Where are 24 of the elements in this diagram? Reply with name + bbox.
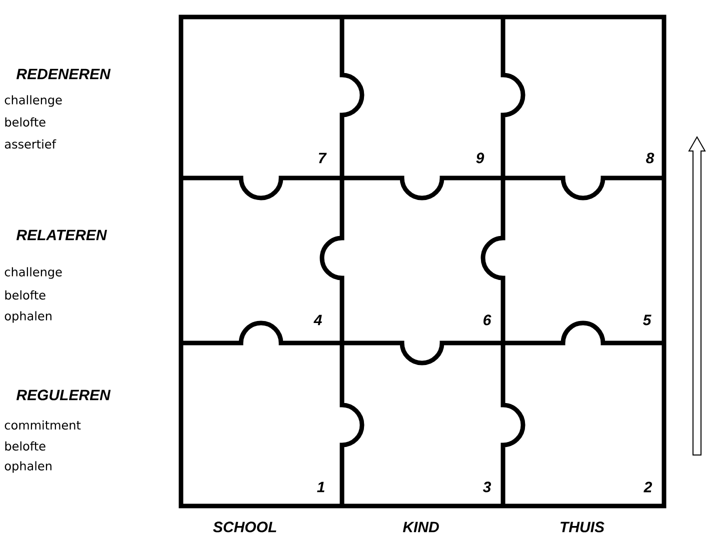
column-heading: THUIS <box>560 522 604 532</box>
row-heading: RELATEREN <box>16 230 108 240</box>
column-heading: KIND <box>402 522 439 532</box>
piece-number: 4 <box>314 314 322 326</box>
piece-number: 9 <box>476 152 484 164</box>
keyword: ophalen <box>4 461 52 473</box>
piece-number: 7 <box>318 152 327 164</box>
keyword: assertief <box>4 139 56 149</box>
keyword: ophalen <box>4 311 52 323</box>
piece-number: 5 <box>642 314 652 326</box>
keyword: belofte <box>5 117 46 127</box>
column-heading: SCHOOL <box>213 522 276 532</box>
keyword: challenge <box>4 267 62 279</box>
piece-number: 1 <box>317 482 324 492</box>
piece-number: 3 <box>482 482 491 492</box>
keyword: belofte <box>5 290 46 300</box>
piece-number: 8 <box>646 152 654 164</box>
keyword: belofte <box>5 441 46 451</box>
keyword: challenge <box>4 95 62 107</box>
keyword: commitment <box>4 420 81 430</box>
piece-number: 6 <box>484 314 492 326</box>
row-heading: REGULEREN <box>16 390 111 400</box>
row-heading: REDENEREN <box>16 68 111 80</box>
piece-number: 2 <box>644 482 652 492</box>
